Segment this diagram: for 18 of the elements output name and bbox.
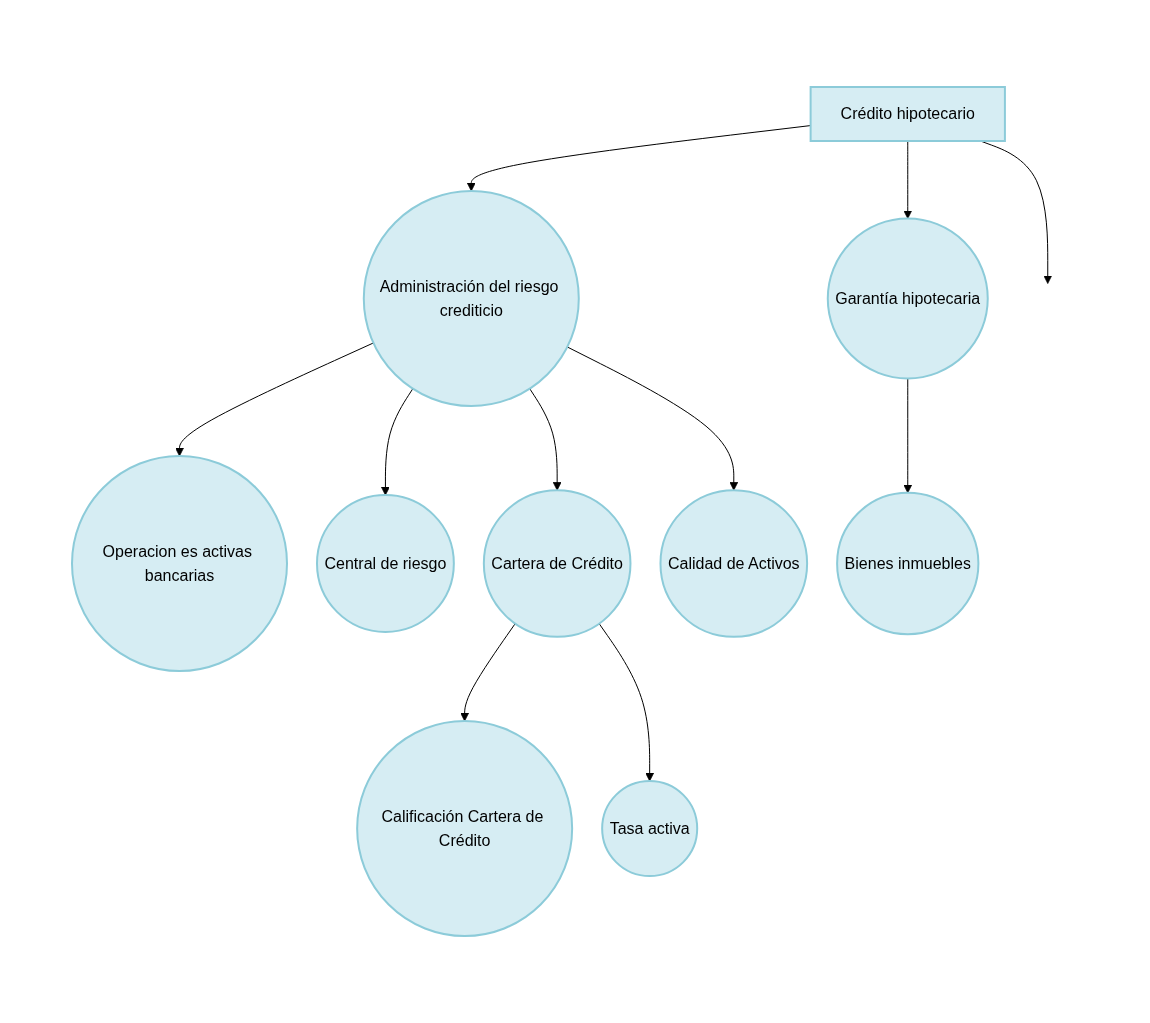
node-circle: Cartera de Crédito bbox=[482, 489, 632, 638]
arrow bbox=[598, 623, 655, 782]
node-circle: Operacion es activas bancarias bbox=[71, 455, 289, 672]
node-box: Crédito hipotecario bbox=[809, 86, 1007, 142]
node-circle: Administración del riesgo crediticio bbox=[362, 190, 580, 407]
node-circle: Calificación Cartera de Crédito bbox=[356, 720, 574, 937]
arrow bbox=[175, 342, 375, 457]
node-circle: Tasa activa bbox=[601, 780, 699, 877]
arrow bbox=[903, 378, 913, 494]
arrow bbox=[903, 140, 913, 219]
node-circle: Central de riesgo bbox=[316, 494, 455, 633]
node-circle: Calidad de Activos bbox=[659, 489, 809, 638]
arrow bbox=[381, 388, 414, 496]
arrow bbox=[566, 346, 739, 491]
arrow bbox=[460, 623, 516, 722]
node-circle: Garantía hipotecaria bbox=[826, 217, 989, 380]
arrow bbox=[529, 388, 562, 491]
node-circle: Bienes inmuebles bbox=[836, 491, 980, 636]
